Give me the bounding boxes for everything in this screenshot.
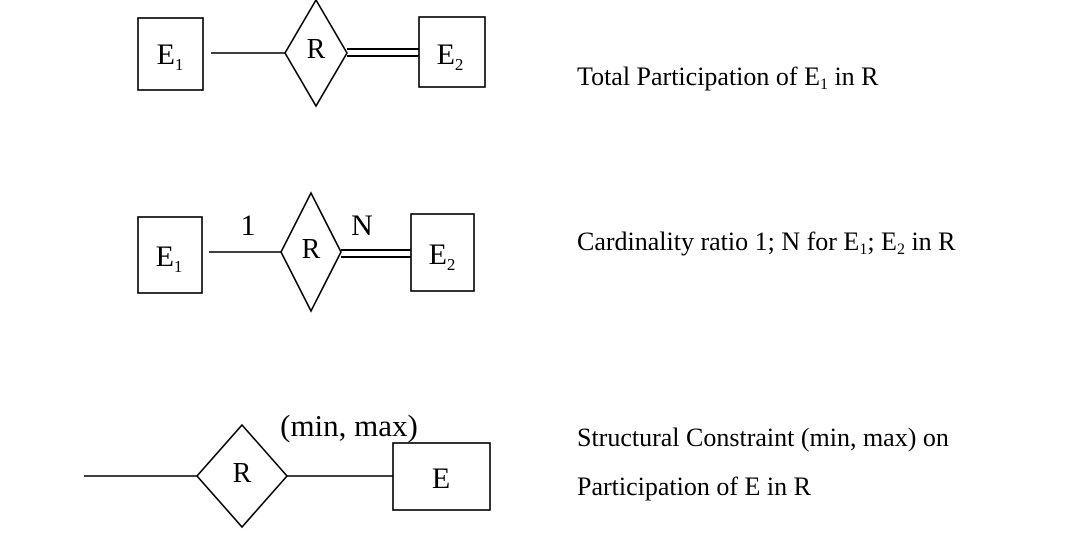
relationship-diamond — [284, 0, 348, 108]
entity-e2-label: E2 — [437, 38, 464, 74]
caption-cardinality-ratio: Cardinality ratio 1; N for E1; E2 in R — [577, 227, 956, 258]
right-cardinality: N — [351, 209, 373, 242]
structural-constraint-label: (min, max) — [280, 408, 418, 443]
caption-total-participation: Total Participation of E1 in R — [577, 62, 879, 93]
left-cardinality: 1 — [241, 209, 256, 242]
relationship-diamond — [280, 191, 342, 313]
entity-e1-label: E1 — [156, 240, 183, 276]
entity-e2-box — [410, 213, 475, 292]
row-total-participation: E1 R E2 — [137, 0, 486, 108]
relationship-label: R — [307, 34, 326, 65]
entity-e-label: E — [432, 462, 450, 495]
caption-structural-constraint-line2: Participation of E in R — [577, 472, 811, 501]
entity-e1-label: E1 — [157, 38, 184, 74]
row-cardinality-ratio: E1 1 R N E2 — [137, 191, 475, 313]
caption-text: in R — [904, 227, 956, 256]
relationship-label: R — [233, 458, 252, 489]
entity-e1-box — [137, 17, 204, 91]
caption-subscript: 1 — [859, 241, 868, 258]
caption-text: Cardinality ratio 1; N for E — [577, 227, 860, 256]
row-structural-constraint: R (min, max) E — [84, 408, 491, 529]
relationship-label: R — [302, 234, 321, 265]
relationship-diamond — [195, 423, 289, 529]
caption-text: ; E — [867, 227, 897, 256]
caption-subscript: 2 — [896, 241, 905, 258]
caption-text: in R — [827, 62, 879, 91]
entity-e2-label: E2 — [429, 238, 456, 274]
caption-subscript: 1 — [819, 76, 828, 93]
caption-structural-constraint-line1: Structural Constraint (min, max) on — [577, 423, 949, 452]
entity-e-box — [392, 442, 491, 511]
entity-e2-box — [418, 16, 486, 88]
caption-text: Total Participation of E — [577, 62, 820, 91]
entity-e1-box — [137, 216, 203, 294]
